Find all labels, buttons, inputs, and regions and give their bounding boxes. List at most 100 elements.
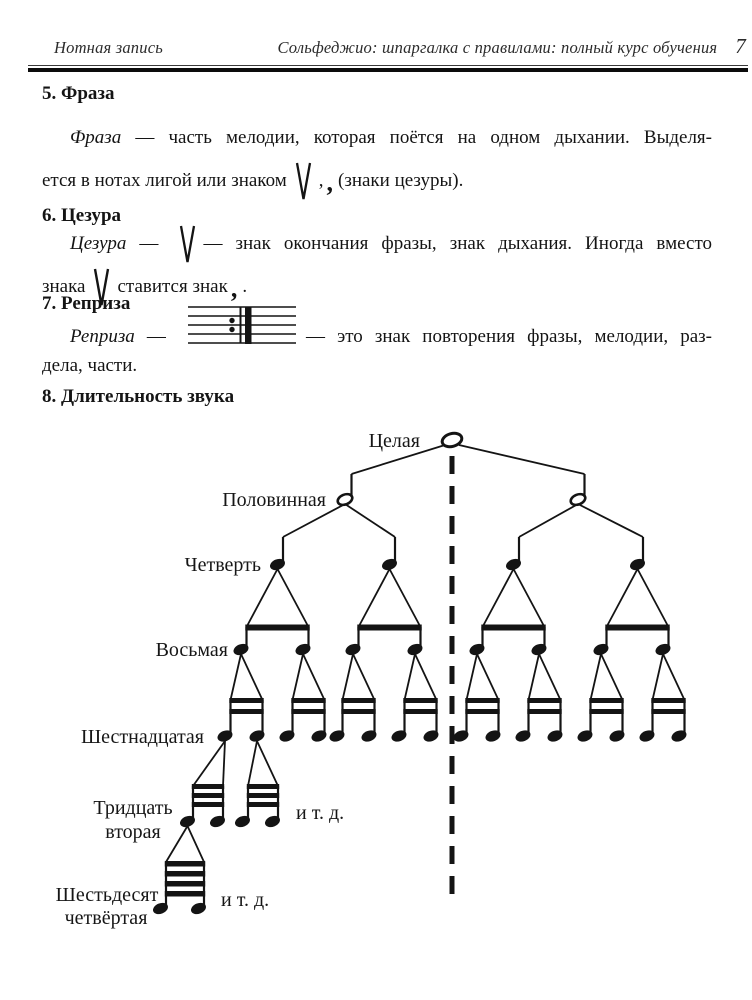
branch-line bbox=[476, 653, 500, 701]
eighth-note bbox=[655, 643, 671, 656]
beam bbox=[527, 709, 562, 714]
branch-line bbox=[403, 653, 416, 701]
section-6-heading: 6. Цезура bbox=[42, 205, 122, 226]
quarter-note bbox=[382, 558, 397, 571]
header-rule bbox=[28, 65, 748, 72]
branch-line bbox=[481, 568, 515, 628]
comma: , bbox=[318, 170, 324, 191]
section-7-line-1-text: — это знак повторения фразы, мелодии, ра… bbox=[305, 326, 713, 347]
section-5-line-2: ется в нотах лигой или знаком,,(знаки це… bbox=[42, 162, 712, 204]
sixteenth-note bbox=[249, 730, 265, 742]
term-phrase: Фраза bbox=[70, 127, 122, 148]
beam bbox=[589, 709, 624, 714]
beam bbox=[191, 784, 225, 789]
section-6-line-1: Цезура — — знак окончания фразы, знак ды… bbox=[42, 225, 712, 275]
beam bbox=[229, 709, 264, 714]
branch-line bbox=[577, 503, 644, 538]
branch-line bbox=[589, 653, 602, 701]
section-6-line-1-text: — знак окончания фразы, знак дыхания. Ин… bbox=[203, 233, 712, 254]
label-etc-sixty-fourth: и т. д. bbox=[221, 889, 269, 911]
branch-line bbox=[388, 568, 422, 628]
whole-note bbox=[440, 431, 464, 449]
sixteenth-note bbox=[453, 730, 469, 742]
branch-line bbox=[222, 740, 226, 787]
beam bbox=[246, 802, 280, 807]
label-etc-thirty-second: и т. д. bbox=[296, 802, 344, 824]
dash: — bbox=[126, 233, 172, 254]
beam bbox=[605, 624, 670, 631]
section-7-line-2: дела, части. bbox=[42, 355, 138, 376]
beam bbox=[246, 793, 280, 798]
branch-line bbox=[245, 568, 279, 628]
dash: — bbox=[134, 326, 178, 347]
sixteenth-note bbox=[329, 730, 345, 742]
beam bbox=[164, 871, 206, 877]
caesura-v-icon bbox=[295, 162, 312, 200]
sixteenth-note bbox=[671, 730, 687, 742]
thirty-second-note bbox=[180, 815, 195, 828]
section-5-line-1: Фраза — часть мелодии, которая поётся на… bbox=[42, 126, 712, 169]
section-7-line-1: Реприза — — это знак повторения фразы, м… bbox=[42, 306, 713, 354]
branch-line bbox=[662, 653, 686, 701]
beam bbox=[341, 709, 376, 714]
period: . bbox=[242, 276, 248, 297]
beam bbox=[245, 624, 310, 631]
label-sixty-fourth-line1: Шестьдесят bbox=[56, 884, 159, 906]
eighth-note bbox=[469, 643, 485, 656]
section-6-line-2-text: знака bbox=[42, 276, 86, 297]
branch-line bbox=[240, 653, 264, 701]
branch-line bbox=[351, 444, 446, 475]
sixteenth-note bbox=[361, 730, 377, 742]
quarter-note bbox=[506, 558, 521, 571]
branch-line bbox=[538, 653, 562, 701]
branch-line bbox=[512, 568, 546, 628]
branch-line bbox=[600, 653, 624, 701]
sixteenth-note bbox=[391, 730, 407, 742]
sixteenth-note bbox=[515, 730, 531, 742]
branch-line bbox=[302, 653, 326, 701]
sixty-fourth-note bbox=[191, 902, 206, 915]
branch-line bbox=[282, 503, 346, 538]
beam bbox=[403, 709, 438, 714]
section-7-heading: 7. Реприза bbox=[42, 293, 131, 314]
caesura-v-icon bbox=[179, 225, 196, 263]
beam bbox=[191, 802, 225, 807]
section-5-line-2-text: ется в нотах лигой или знаком bbox=[42, 170, 287, 191]
branch-line bbox=[357, 568, 391, 628]
label-thirty-second-line1: Тридцать bbox=[93, 797, 172, 819]
beam bbox=[164, 891, 206, 897]
eighth-note bbox=[531, 643, 547, 656]
eighth-note bbox=[295, 643, 311, 656]
beam bbox=[291, 709, 326, 714]
section-6-line-2-text-b: ставится знак bbox=[117, 276, 228, 297]
label-thirty-second-line2: вторая bbox=[105, 821, 161, 843]
sixteenth-note bbox=[577, 730, 593, 742]
branch-line bbox=[458, 444, 585, 475]
branch-line bbox=[341, 653, 354, 701]
beam bbox=[403, 698, 438, 703]
beam bbox=[589, 698, 624, 703]
beam bbox=[164, 881, 206, 887]
branch-line bbox=[229, 653, 242, 701]
branch-line bbox=[291, 653, 304, 701]
running-title-left: Нотная запись bbox=[54, 38, 163, 57]
branch-line bbox=[247, 740, 258, 787]
branch-line bbox=[352, 653, 376, 701]
beam bbox=[341, 698, 376, 703]
beam bbox=[246, 784, 280, 789]
label-sixteenth: Шестнадцатая bbox=[81, 726, 204, 748]
branch-line bbox=[186, 825, 205, 863]
branch-line bbox=[651, 653, 664, 701]
eighth-note bbox=[407, 643, 423, 656]
branch-line bbox=[465, 653, 478, 701]
thirty-second-note bbox=[235, 815, 250, 828]
caesura-v-icon bbox=[93, 268, 110, 306]
branch-line bbox=[527, 653, 540, 701]
branch-line bbox=[192, 740, 226, 787]
sixteenth-note bbox=[311, 730, 327, 742]
beam bbox=[191, 793, 225, 798]
sixteenth-note bbox=[279, 730, 295, 742]
